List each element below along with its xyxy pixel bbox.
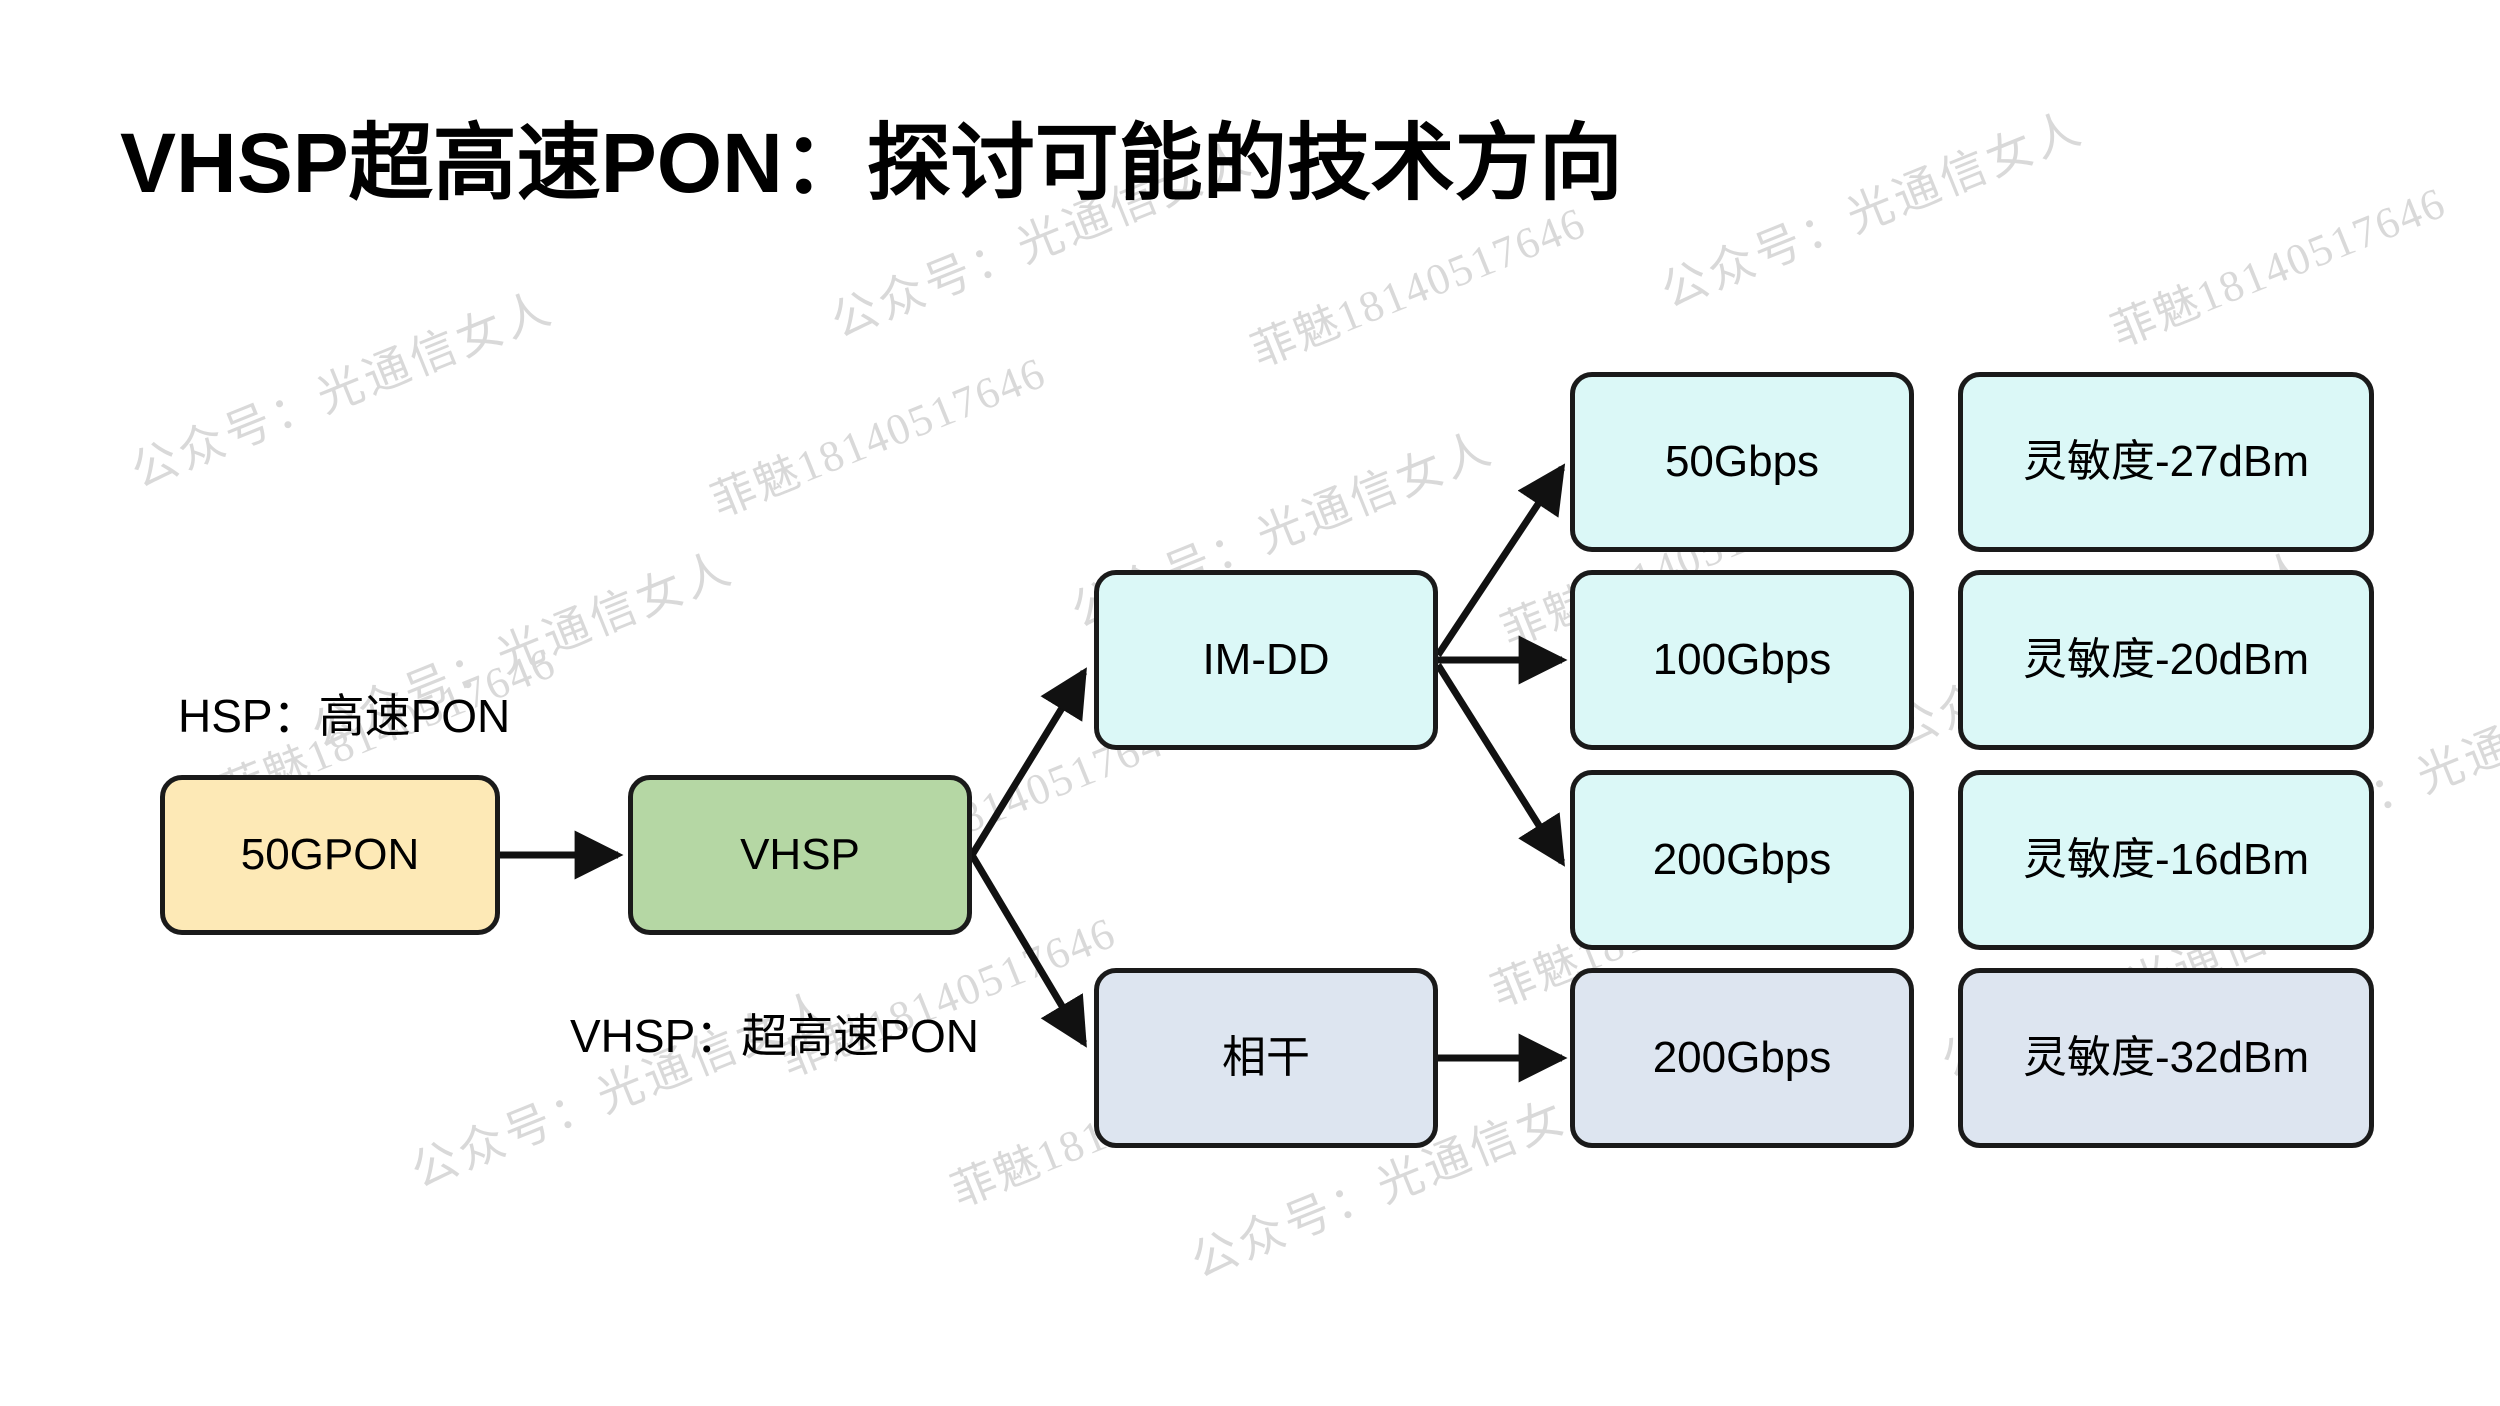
node-sensitivity-16dbm[interactable]: 灵敏度-16dBm: [1958, 770, 2374, 950]
node-coherent[interactable]: 相干: [1094, 968, 1438, 1148]
node-rate-200gbps-coherent-label: 200Gbps: [1652, 1032, 1832, 1082]
caption-hsp: HSP：高速PON: [178, 690, 511, 742]
node-rate-50gbps-label: 50Gbps: [1664, 436, 1820, 486]
node-sensitivity-16dbm-label: 灵敏度-16dBm: [2022, 834, 2310, 884]
node-rate-100gbps-label: 100Gbps: [1652, 634, 1832, 684]
node-sensitivity-32dbm-label: 灵敏度-32dBm: [2022, 1032, 2310, 1082]
node-rate-200gbps-imdd-label: 200Gbps: [1652, 834, 1832, 884]
node-imdd-label: IM-DD: [1202, 634, 1330, 684]
node-50gpon-label: 50GPON: [240, 829, 420, 879]
node-sensitivity-20dbm-label: 灵敏度-20dBm: [2022, 634, 2310, 684]
node-sensitivity-32dbm[interactable]: 灵敏度-32dBm: [1958, 968, 2374, 1148]
edge-imdd-to-50gbps: [1435, 463, 1566, 657]
edge-vhsp-to-coherent: [968, 853, 1088, 1048]
edge-imdd-to-200gbps: [1435, 663, 1565, 867]
edge-vhsp-to-imdd: [969, 667, 1087, 857]
caption-vhsp: VHSP：超高速PON: [570, 1010, 979, 1062]
node-rate-100gbps[interactable]: 100Gbps: [1570, 570, 1914, 750]
node-vhsp-label: VHSP: [740, 829, 860, 879]
node-vhsp[interactable]: VHSP: [628, 775, 972, 935]
node-rate-200gbps-coherent[interactable]: 200Gbps: [1570, 968, 1914, 1148]
node-coherent-label: 相干: [1222, 1032, 1310, 1082]
node-imdd[interactable]: IM-DD: [1094, 570, 1438, 750]
node-sensitivity-27dbm-label: 灵敏度-27dBm: [2022, 436, 2310, 486]
node-rate-200gbps-imdd[interactable]: 200Gbps: [1570, 770, 1914, 950]
node-rate-50gbps[interactable]: 50Gbps: [1570, 372, 1914, 552]
node-sensitivity-20dbm[interactable]: 灵敏度-20dBm: [1958, 570, 2374, 750]
node-50gpon[interactable]: 50GPON: [160, 775, 500, 935]
page-title: VHSP超高速PON：探讨可能的技术方向: [120, 116, 1623, 210]
node-sensitivity-27dbm[interactable]: 灵敏度-27dBm: [1958, 372, 2374, 552]
